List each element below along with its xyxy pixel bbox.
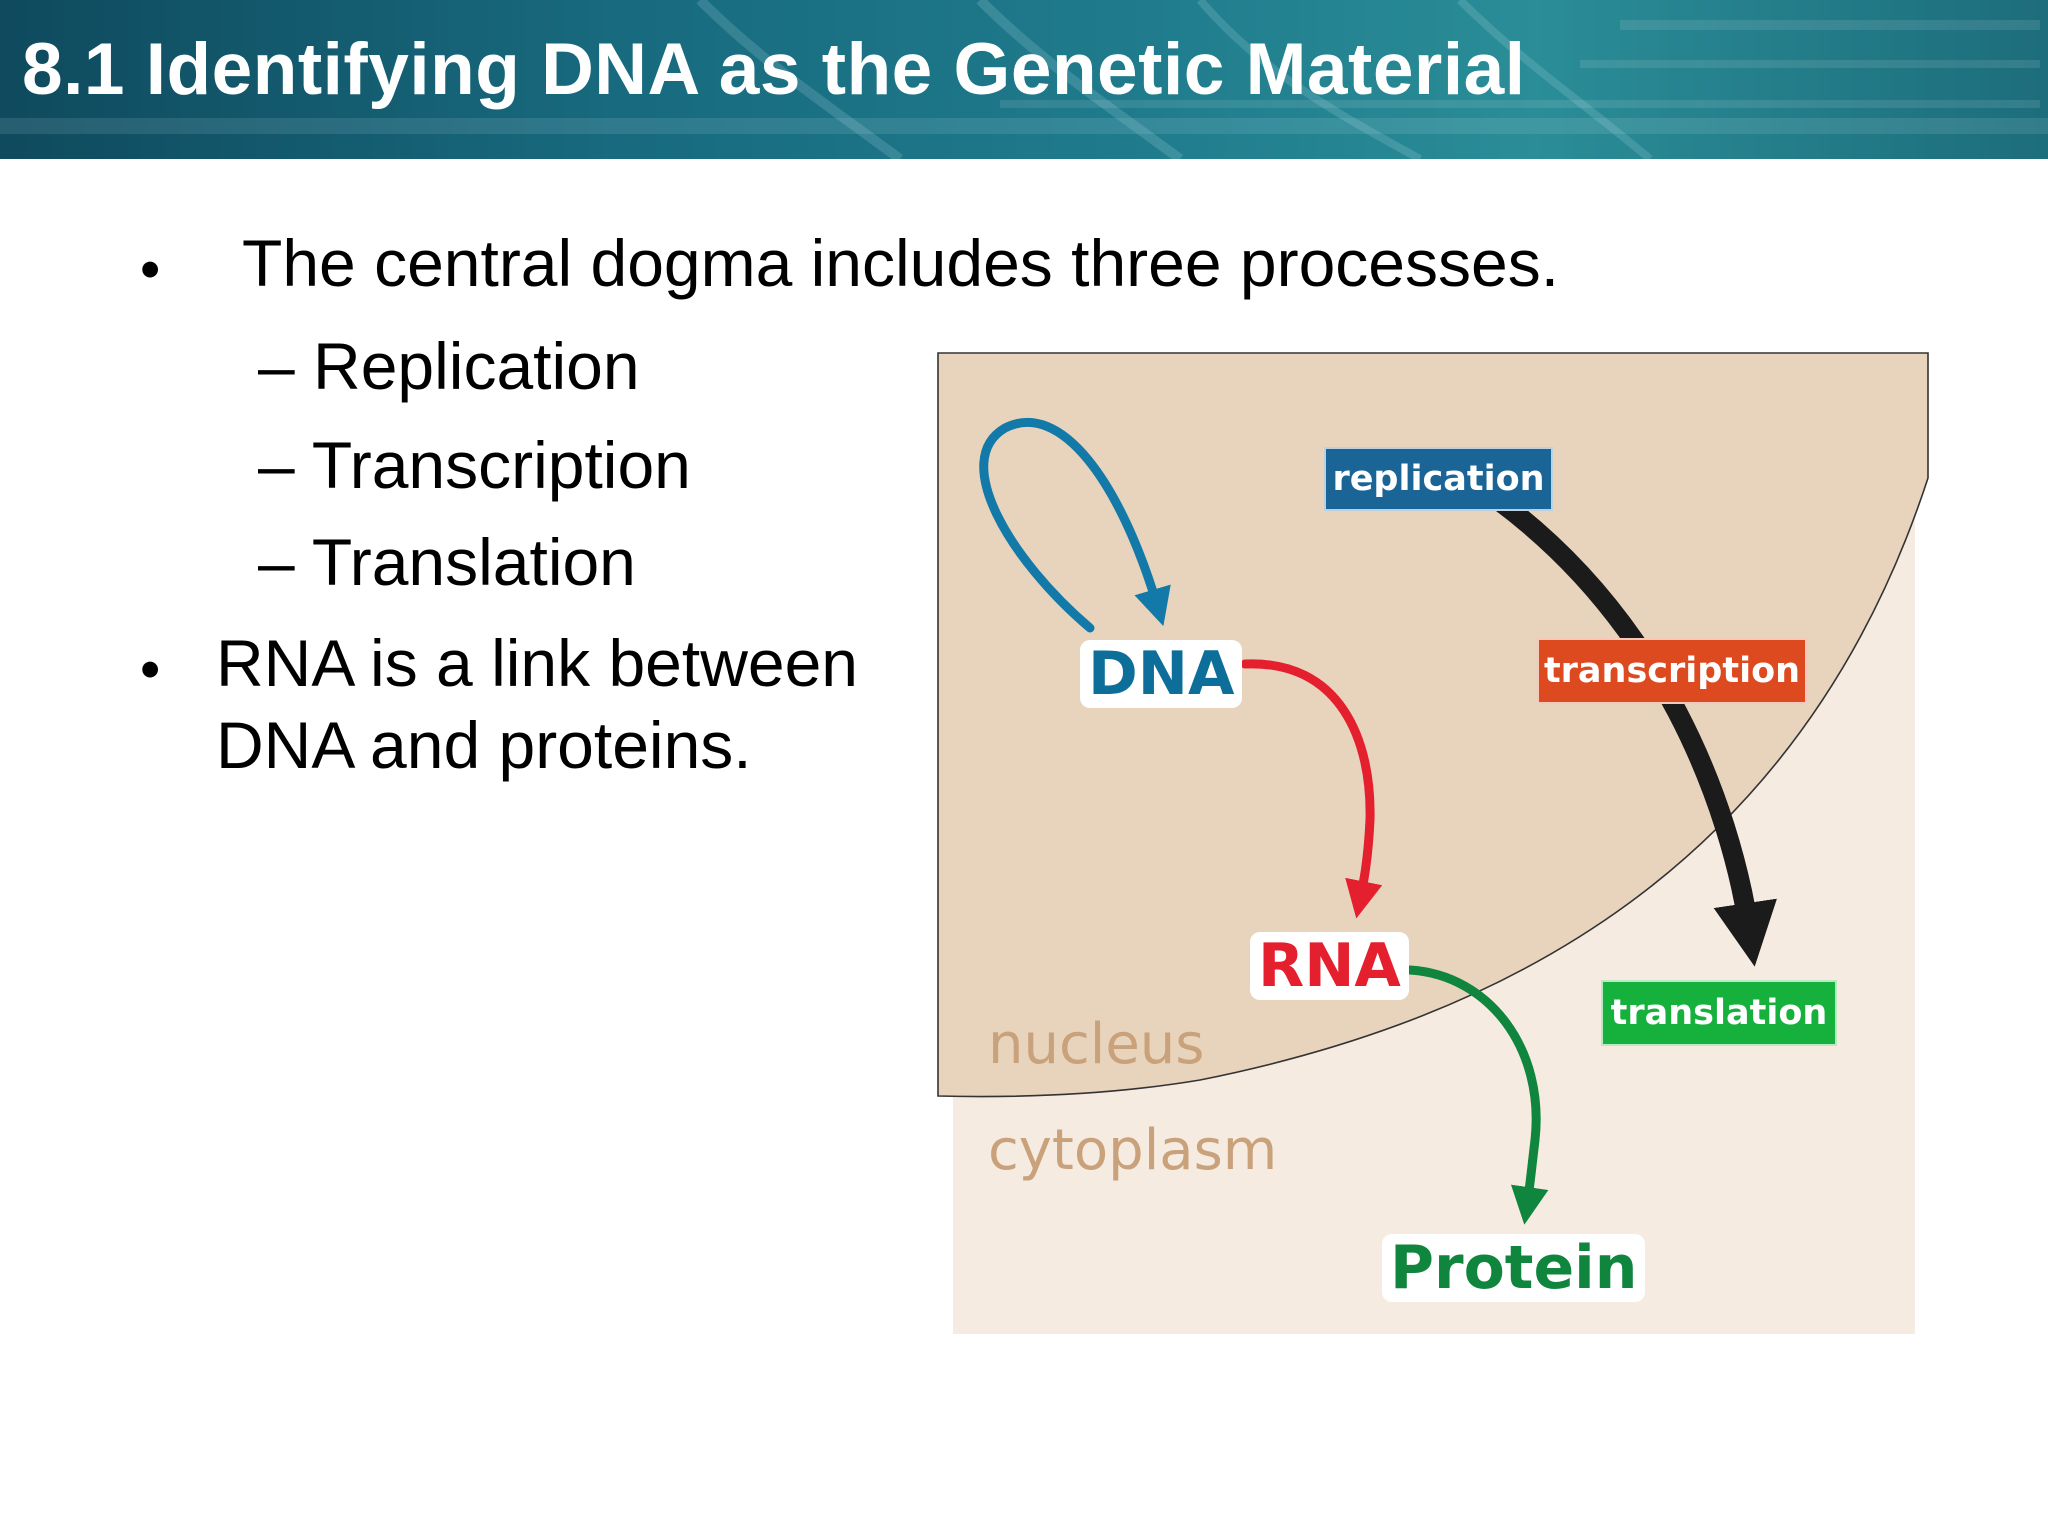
bullet-list: • The central dogma includes three proce… (0, 0, 1559, 900)
title-bar: 8.1 Identifying DNA as the Genetic Mater… (0, 0, 2048, 159)
central-dogma-flow-arrow (1488, 490, 1777, 967)
bullet-marker: • (140, 237, 161, 302)
bullet-rna-link-line1: RNA is a link between (216, 626, 858, 700)
translation-arrow (1405, 965, 1549, 1225)
bullet-central-dogma: The central dogma includes three process… (242, 226, 1560, 300)
translation-label: translation (1601, 980, 1837, 1046)
protein-label: Protein (1382, 1234, 1646, 1302)
dna-banner-texture (0, 0, 2048, 159)
page-title: 8.1 Identifying DNA as the Genetic Mater… (22, 29, 1526, 110)
nucleus-region (937, 352, 1929, 1098)
subitem-translation: – Translation (258, 525, 636, 599)
subitem-replication: – Replication (258, 329, 640, 403)
bullet-rna-link-line2: DNA and proteins. (216, 708, 752, 782)
cytoplasm-label: cytoplasm (988, 1118, 1278, 1183)
transcription-arrow (1240, 659, 1383, 919)
replication-label: replication (1324, 447, 1553, 511)
dna-label: DNA (1080, 640, 1243, 708)
subitem-transcription: – Transcription (258, 428, 691, 502)
transcription-label: transcription (1537, 638, 1807, 704)
bullet-marker: • (140, 637, 161, 702)
replication-arrow (979, 418, 1171, 633)
rna-label: RNA (1250, 932, 1409, 1000)
nucleus-label: nucleus (988, 1012, 1205, 1077)
